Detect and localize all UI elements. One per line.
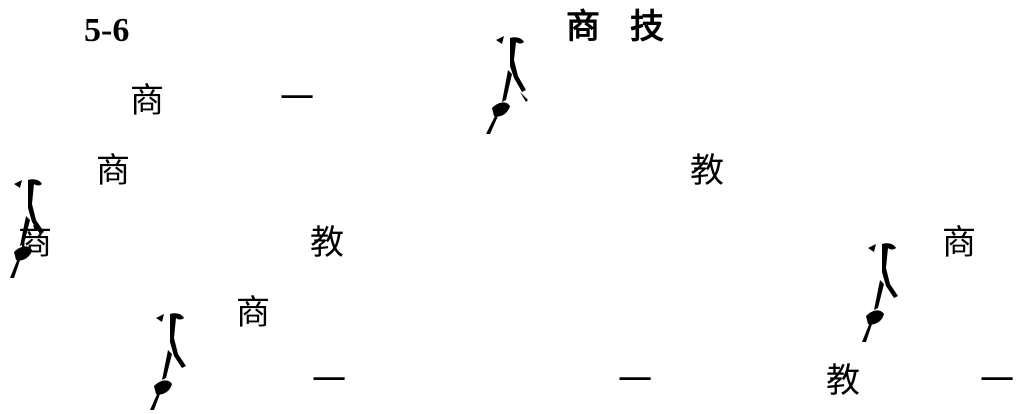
section-number: 5-6 [84,12,130,49]
glyph-shang-4: 商 [942,223,976,263]
ink-figure-icon [862,243,898,342]
glyph-yi-1: 一 [280,79,314,119]
glyph-jiao-3: 教 [826,361,860,401]
glyph-shang-2: 商 [96,151,130,191]
glyph-jiao-1: 教 [690,151,724,191]
glyph-yi-4: 一 [980,361,1014,401]
glyph-shang-5: 商 [236,293,270,333]
ink-figure-icon [10,179,44,278]
glyph-jiao-2: 教 [310,223,344,263]
glyph-shang-1: 商 [130,81,164,121]
glyph-yi-2: 一 [312,361,346,401]
ink-figure-icon [486,36,528,134]
ink-figure-icon [150,313,186,410]
title-char-1: 商 [566,7,600,47]
title-char-2: 技 [630,7,664,47]
glyph-yi-3: 一 [618,361,652,401]
